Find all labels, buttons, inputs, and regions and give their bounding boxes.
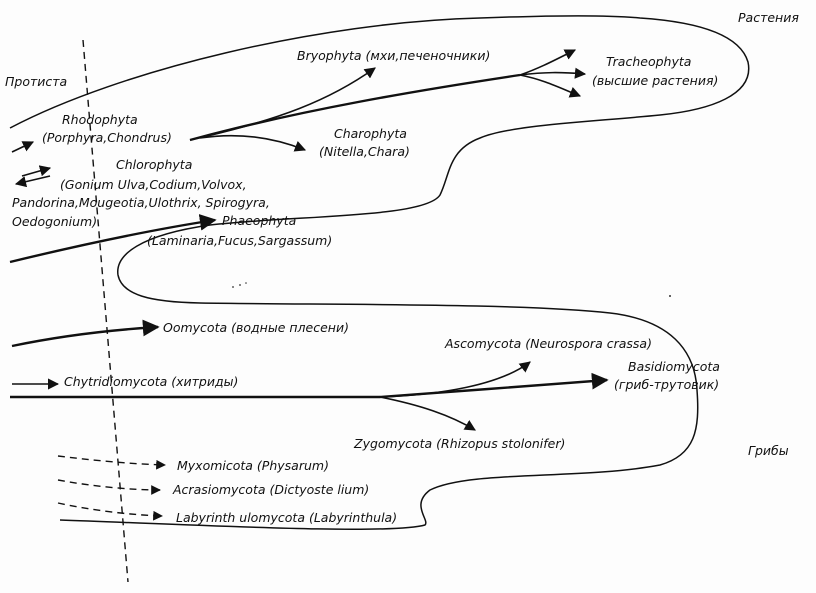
region-label-plants: Растения bbox=[738, 10, 799, 25]
label-chlorophyta-3: Pandorina,Mougeotia,Ulothrix, Spirogyra, bbox=[12, 195, 270, 210]
label-oomycota: Oomycota (водные плесени) bbox=[163, 320, 349, 335]
arrow-tracheophyta-up bbox=[519, 49, 577, 76]
arrow-rhodophyta bbox=[11, 141, 35, 153]
region-label-fungi: Грибы bbox=[748, 443, 789, 458]
protista-divider bbox=[82, 39, 129, 583]
arrow-tracheophyta-main bbox=[189, 73, 521, 142]
region-label-protists: Протиста bbox=[5, 74, 67, 89]
arrow-oomycota bbox=[11, 319, 160, 348]
label-tracheophyta-1: Tracheophyta bbox=[606, 54, 691, 69]
label-bryophyta: Bryophyta (мхи,печеночники) bbox=[297, 48, 490, 63]
arrow-labyrinthulomycota bbox=[57, 502, 163, 521]
arrow-zygomycota bbox=[379, 396, 476, 431]
label-basidiomycota-1: Basidiomycota bbox=[628, 359, 720, 374]
arrow-basidiomycota bbox=[379, 372, 609, 399]
label-tracheophyta-2: (высшие растения) bbox=[592, 73, 718, 88]
arrow-chlorophyta-a bbox=[21, 165, 52, 177]
label-acrasiomycota: Acrasiomycota (Dictyoste lium) bbox=[172, 482, 369, 497]
label-charophyta-2: (Nitella,Chara) bbox=[319, 144, 410, 159]
arrow-acrasiomycota bbox=[57, 479, 161, 495]
arrow-tracheophyta-down bbox=[519, 74, 582, 98]
scan-specks bbox=[232, 282, 671, 297]
label-myxomicota: Myxomicota (Physarum) bbox=[177, 458, 329, 473]
label-zygomycota: Zygomycota (Rhizopus stolonifer) bbox=[353, 436, 565, 451]
arrow-tracheophyta-mid bbox=[519, 67, 587, 79]
label-chytridiomycota: Chytridiomycota (хитриды) bbox=[64, 374, 238, 389]
label-basidiomycota-2: (гриб-трутовик) bbox=[614, 377, 719, 392]
label-phaeophyta-2: (Laminaria,Fucus,Sargassum) bbox=[147, 233, 332, 248]
arrow-phaeophyta bbox=[9, 213, 217, 264]
arrow-myxomicota bbox=[57, 455, 166, 470]
label-phaeophyta-1: Phaeophyta bbox=[222, 213, 296, 228]
label-labyrinthulomycota: Labyrinth ulomycota (Labyrinthula) bbox=[176, 510, 397, 525]
label-chlorophyta-4: Oedogonium) bbox=[12, 214, 97, 229]
arrow-chlorophyta-b bbox=[14, 175, 51, 188]
label-ascomycota: Ascomycota (Neurospora crassa) bbox=[444, 336, 652, 351]
label-chlorophyta-2: (Gonium Ulva,Codium,Volvox, bbox=[60, 177, 247, 192]
arrow-charophyta bbox=[199, 134, 307, 152]
label-chlorophyta-1: Chlorophyta bbox=[116, 157, 192, 172]
label-charophyta-1: Charophyta bbox=[334, 126, 407, 141]
label-rhodophyta-1: Rhodophyta bbox=[62, 112, 138, 127]
region-boundary bbox=[9, 15, 750, 531]
label-rhodophyta-2: (Porphyra,Chondrus) bbox=[42, 130, 172, 145]
